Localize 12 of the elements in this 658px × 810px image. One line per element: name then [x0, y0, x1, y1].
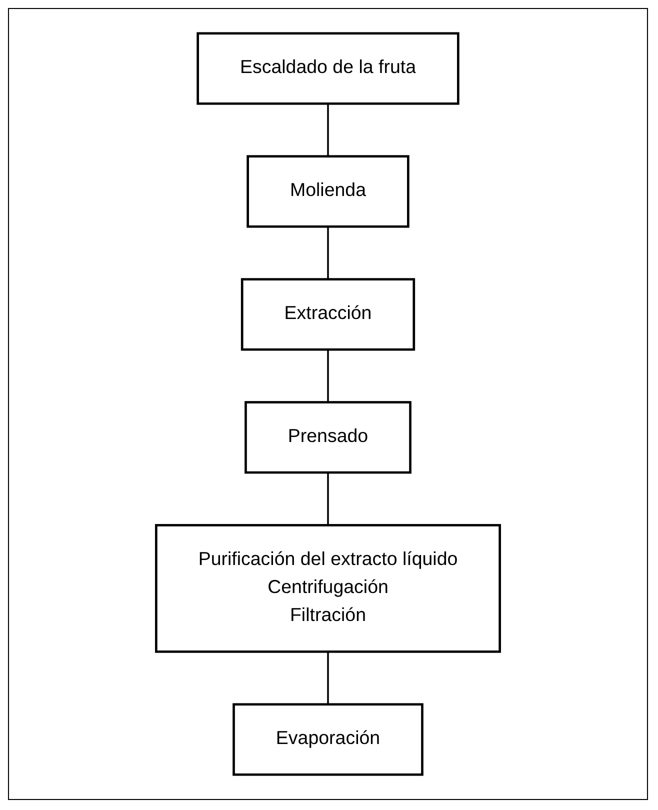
- frame-border: Escaldado de la fruta Molienda Extracción Prensado Purificación del extracto líquido Centrifugación Filtración Evaporación: [8, 8, 648, 800]
- connector: [327, 350, 329, 402]
- connector: [327, 226, 329, 280]
- connector: [327, 104, 329, 156]
- node-box: [246, 155, 410, 228]
- node-box: [240, 278, 416, 351]
- connector: [327, 652, 329, 704]
- node-box: [155, 524, 501, 653]
- node-box: [196, 32, 460, 105]
- connector: [327, 472, 329, 526]
- node-box: [232, 703, 424, 776]
- node-box: [244, 401, 412, 474]
